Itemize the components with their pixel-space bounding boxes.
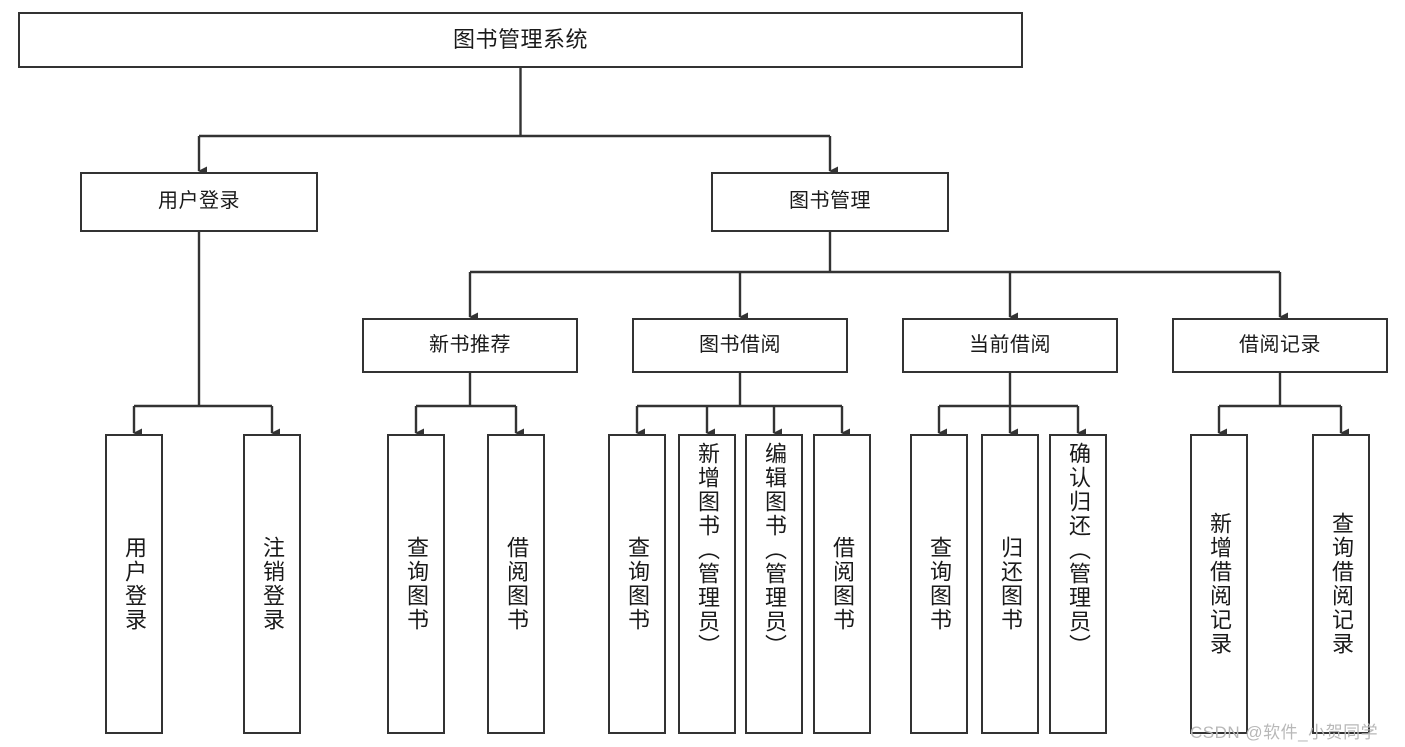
node-leaf-add-book-label: 新增图书（管理员）: [695, 442, 720, 658]
node-leaf-confirm-return-label: 确认归还（管理员）: [1066, 442, 1091, 658]
node-user-login-label: 用户登录: [158, 190, 240, 213]
node-leaf-edit-book-label: 编辑图书（管理员）: [762, 442, 787, 658]
node-leaf-borrow-book-2-label: 借阅图书: [830, 536, 855, 632]
node-new-book-recommend-label: 新书推荐: [429, 333, 511, 356]
node-book-borrow[interactable]: 图书借阅: [632, 318, 848, 373]
node-leaf-borrow-book-1[interactable]: 借阅图书: [487, 434, 545, 734]
node-leaf-add-record-label: 新增借阅记录: [1207, 512, 1232, 656]
node-book-manage-label: 图书管理: [789, 190, 871, 213]
csdn-watermark: CSDN @软件_小贺同学: [1190, 723, 1379, 742]
node-book-borrow-label: 图书借阅: [699, 333, 781, 356]
node-leaf-logout-login[interactable]: 注销登录: [243, 434, 301, 734]
node-leaf-confirm-return[interactable]: 确认归还（管理员）: [1049, 434, 1107, 734]
node-book-manage[interactable]: 图书管理: [711, 172, 949, 232]
node-leaf-add-record[interactable]: 新增借阅记录: [1190, 434, 1248, 734]
node-leaf-edit-book[interactable]: 编辑图书（管理员）: [745, 434, 803, 734]
node-borrow-record-label: 借阅记录: [1239, 333, 1321, 356]
node-current-borrow-label: 当前借阅: [969, 333, 1051, 356]
node-new-book-recommend[interactable]: 新书推荐: [362, 318, 578, 373]
node-leaf-return-book[interactable]: 归还图书: [981, 434, 1039, 734]
node-leaf-user-login[interactable]: 用户登录: [105, 434, 163, 734]
node-leaf-add-book[interactable]: 新增图书（管理员）: [678, 434, 736, 734]
node-user-login[interactable]: 用户登录: [80, 172, 318, 232]
node-leaf-return-book-label: 归还图书: [998, 536, 1023, 632]
node-leaf-query-book-3-label: 查询图书: [927, 536, 952, 632]
node-leaf-query-book-2[interactable]: 查询图书: [608, 434, 666, 734]
node-leaf-user-login-label: 用户登录: [122, 536, 147, 632]
node-leaf-query-book-1[interactable]: 查询图书: [387, 434, 445, 734]
node-leaf-query-record-label: 查询借阅记录: [1329, 512, 1354, 656]
node-current-borrow[interactable]: 当前借阅: [902, 318, 1118, 373]
node-leaf-borrow-book-1-label: 借阅图书: [504, 536, 529, 632]
node-leaf-logout-login-label: 注销登录: [260, 536, 285, 632]
node-borrow-record[interactable]: 借阅记录: [1172, 318, 1388, 373]
node-leaf-query-record[interactable]: 查询借阅记录: [1312, 434, 1370, 734]
node-leaf-query-book-2-label: 查询图书: [625, 536, 650, 632]
node-root[interactable]: 图书管理系统: [18, 12, 1023, 68]
node-leaf-query-book-3[interactable]: 查询图书: [910, 434, 968, 734]
node-leaf-borrow-book-2[interactable]: 借阅图书: [813, 434, 871, 734]
node-leaf-query-book-1-label: 查询图书: [404, 536, 429, 632]
node-root-label: 图书管理系统: [452, 27, 588, 53]
